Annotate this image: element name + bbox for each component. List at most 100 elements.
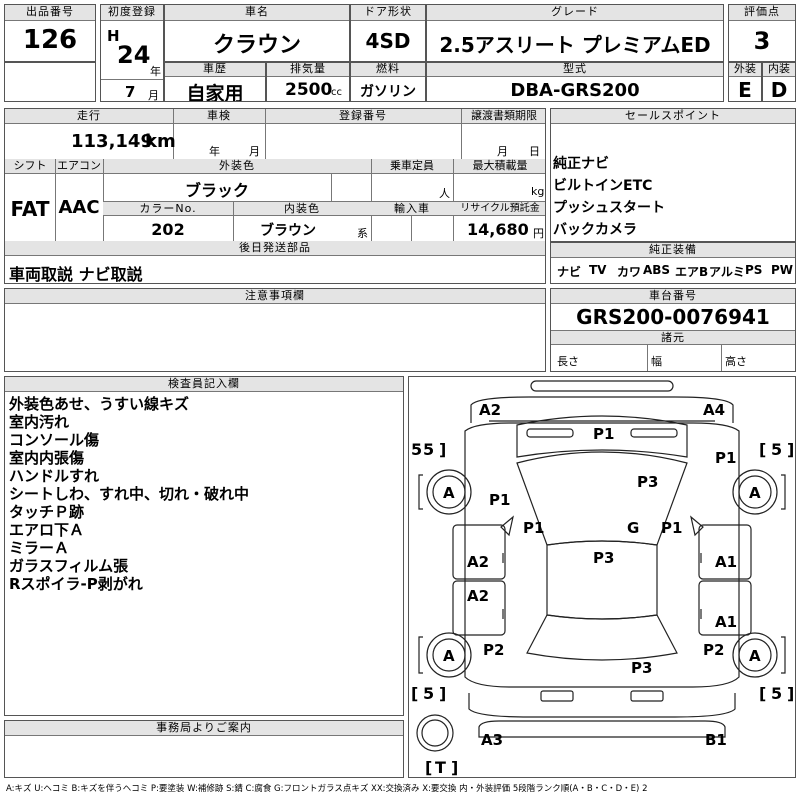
specs-height: 高さ — [725, 355, 747, 368]
mark-wheel-rl: A — [443, 647, 455, 665]
mark-rear-fender-right: P2 — [703, 641, 724, 659]
mark-wheel-rr: A — [749, 647, 761, 665]
note-line-4: 室内内張傷 — [9, 449, 85, 467]
equip-airbag: エアB — [675, 265, 709, 279]
car-name-label: 車名 — [165, 5, 349, 21]
chassis-value: GRS200-0076941 — [576, 305, 770, 329]
capacity-unit: 人 — [439, 187, 450, 200]
note-line-8: エアロ下Ａ — [9, 521, 85, 539]
genuine-equipment-box: 純正装備 ナビ TV カワ ABS エアB アルミ PS PW — [550, 242, 796, 284]
mark-front-left: A2 — [479, 401, 501, 419]
sales-point-2: ビルトインETC — [553, 178, 653, 194]
grade-value: 2.5アスリート プレミアムED — [439, 33, 711, 57]
tire-code-fl: 5 — [411, 440, 422, 459]
legend-text: A:キズ U:ヘコミ B:キズを伴うヘコミ P:要塗装 W:補修跡 S:錆 C:… — [6, 784, 648, 794]
later-parts-value: 車両取説 ナビ取説 — [9, 265, 143, 284]
tire-code-rl-value: 5 — [423, 684, 434, 703]
shift-value: FAT — [10, 197, 50, 221]
transfer-day-unit: 日 — [529, 145, 540, 158]
grade-label: グレード — [427, 5, 723, 21]
mark-wheel-fr: A — [749, 484, 761, 502]
score-label: 評価点 — [729, 5, 795, 21]
sales-points-box: セールスポイント 純正ナビ ビルトインETC プッシュスタート バックカメラ — [550, 108, 796, 242]
max-load-label: 最大積載量 — [453, 159, 545, 174]
first-reg-box: 初度登録 H 24 年 7 月 — [100, 4, 164, 102]
car-name-box: 車名 クラウン — [164, 4, 350, 62]
mark-door-fr: A1 — [715, 553, 737, 571]
car-diagram: 5 5 ] [ 5 ] [ 5 ] [ 5 ] [ T ] A2 A4 P1 — [411, 380, 794, 777]
mark-wheel-fl: A — [443, 484, 455, 502]
lot-no-extra-box — [4, 62, 96, 102]
note-line-1: 外装色あせ、うすい線キズ — [9, 395, 190, 413]
equip-ps: PS — [745, 263, 763, 277]
equip-alloy: アルミ — [709, 265, 745, 279]
later-parts-label: 後日発送部品 — [5, 241, 545, 256]
mark-front-right: A4 — [703, 401, 725, 419]
color-no-value: 202 — [151, 220, 185, 239]
transfer-month-unit: 月 — [497, 145, 508, 158]
lot-no-value: 126 — [22, 25, 78, 55]
model-box: 型式 DBA-GRS200 — [426, 62, 724, 102]
car-name-value: クラウン — [212, 33, 301, 58]
lot-no-box: 出品番号 126 — [4, 4, 96, 62]
mileage-value: 113,149 — [71, 131, 153, 152]
color-no-label: カラーNo. — [103, 201, 233, 216]
int-color-unit: 系 — [357, 227, 368, 240]
first-reg-month: 7 — [125, 83, 136, 101]
info-block: 走行 車検 登録番号 譲渡書類期限 113,149 km 年 月 月 日 シフト… — [4, 108, 546, 284]
history-box: 車歴 自家用 — [164, 62, 266, 102]
interior-grade-value: D — [770, 78, 788, 102]
displacement-value: 2500 — [285, 80, 333, 100]
caution-label: 注意事項欄 — [5, 289, 545, 304]
equip-tv: TV — [589, 263, 607, 277]
aircon-value: AAC — [58, 197, 100, 218]
note-line-11: Rスポイラ-P剥がれ — [9, 575, 143, 593]
displacement-box: 排気量 2500 cc — [266, 62, 350, 102]
mark-rear-fender-left: P2 — [483, 641, 504, 659]
mark-windshield: P3 — [637, 473, 658, 491]
ext-color-value: ブラック — [184, 181, 249, 200]
first-reg-month-unit: 月 — [148, 89, 159, 102]
score-value: 3 — [753, 27, 771, 55]
first-reg-year: 24 — [117, 41, 151, 69]
mark-pillar-left: P1 — [523, 519, 544, 537]
svg-text:]: ] — [787, 684, 794, 703]
history-label: 車歴 — [165, 63, 265, 77]
lot-no-label: 出品番号 — [5, 5, 95, 21]
mark-roof: P3 — [593, 549, 614, 567]
tire-code-fr-value: 5 — [771, 440, 782, 459]
score-box: 評価点 3 — [728, 4, 796, 62]
specs-length: 長さ — [557, 355, 579, 368]
mark-fender-right: P1 — [715, 449, 736, 467]
aircon-label: エアコン — [55, 159, 103, 174]
svg-text:[: [ — [759, 440, 766, 459]
fuel-label: 燃料 — [351, 63, 425, 77]
exterior-grade-label: 外装 — [729, 63, 761, 77]
svg-text:]: ] — [451, 758, 458, 777]
door-label: ドア形状 — [351, 5, 425, 21]
interior-grade-label: 内装 — [763, 63, 795, 77]
sales-points-label: セールスポイント — [551, 109, 795, 124]
mileage-unit: km — [145, 131, 176, 152]
mileage-label: 走行 — [5, 109, 173, 124]
svg-text:[: [ — [759, 684, 766, 703]
inspection-year-unit: 年 — [209, 145, 220, 158]
note-line-3: コンソール傷 — [9, 431, 100, 449]
svg-text:[: [ — [425, 758, 432, 777]
chassis-label: 車台番号 — [551, 289, 795, 304]
recycle-label: リサイクル預託金 — [453, 201, 545, 216]
model-label: 型式 — [427, 63, 723, 77]
spare-tire-value: T — [435, 758, 446, 777]
first-reg-era: H — [107, 27, 120, 45]
office-label: 事務局よりご案内 — [5, 721, 403, 736]
grade-box: グレード 2.5アスリート プレミアムED — [426, 4, 724, 62]
mark-door-rr: A1 — [715, 613, 737, 631]
genuine-equipment-label: 純正装備 — [551, 243, 795, 258]
sales-point-3: プッシュスタート — [553, 200, 665, 216]
equip-pw: PW — [771, 263, 794, 277]
inspector-notes-box: 検査員記入欄 外装色あせ、うすい線キズ 室内汚れ コンソール傷 室内内張傷 ハン… — [4, 376, 404, 716]
equip-navi: ナビ — [557, 265, 582, 279]
mark-glass: G — [627, 519, 639, 537]
int-color-label: 内装色 — [233, 201, 371, 216]
fuel-box: 燃料 ガソリン — [350, 62, 426, 102]
